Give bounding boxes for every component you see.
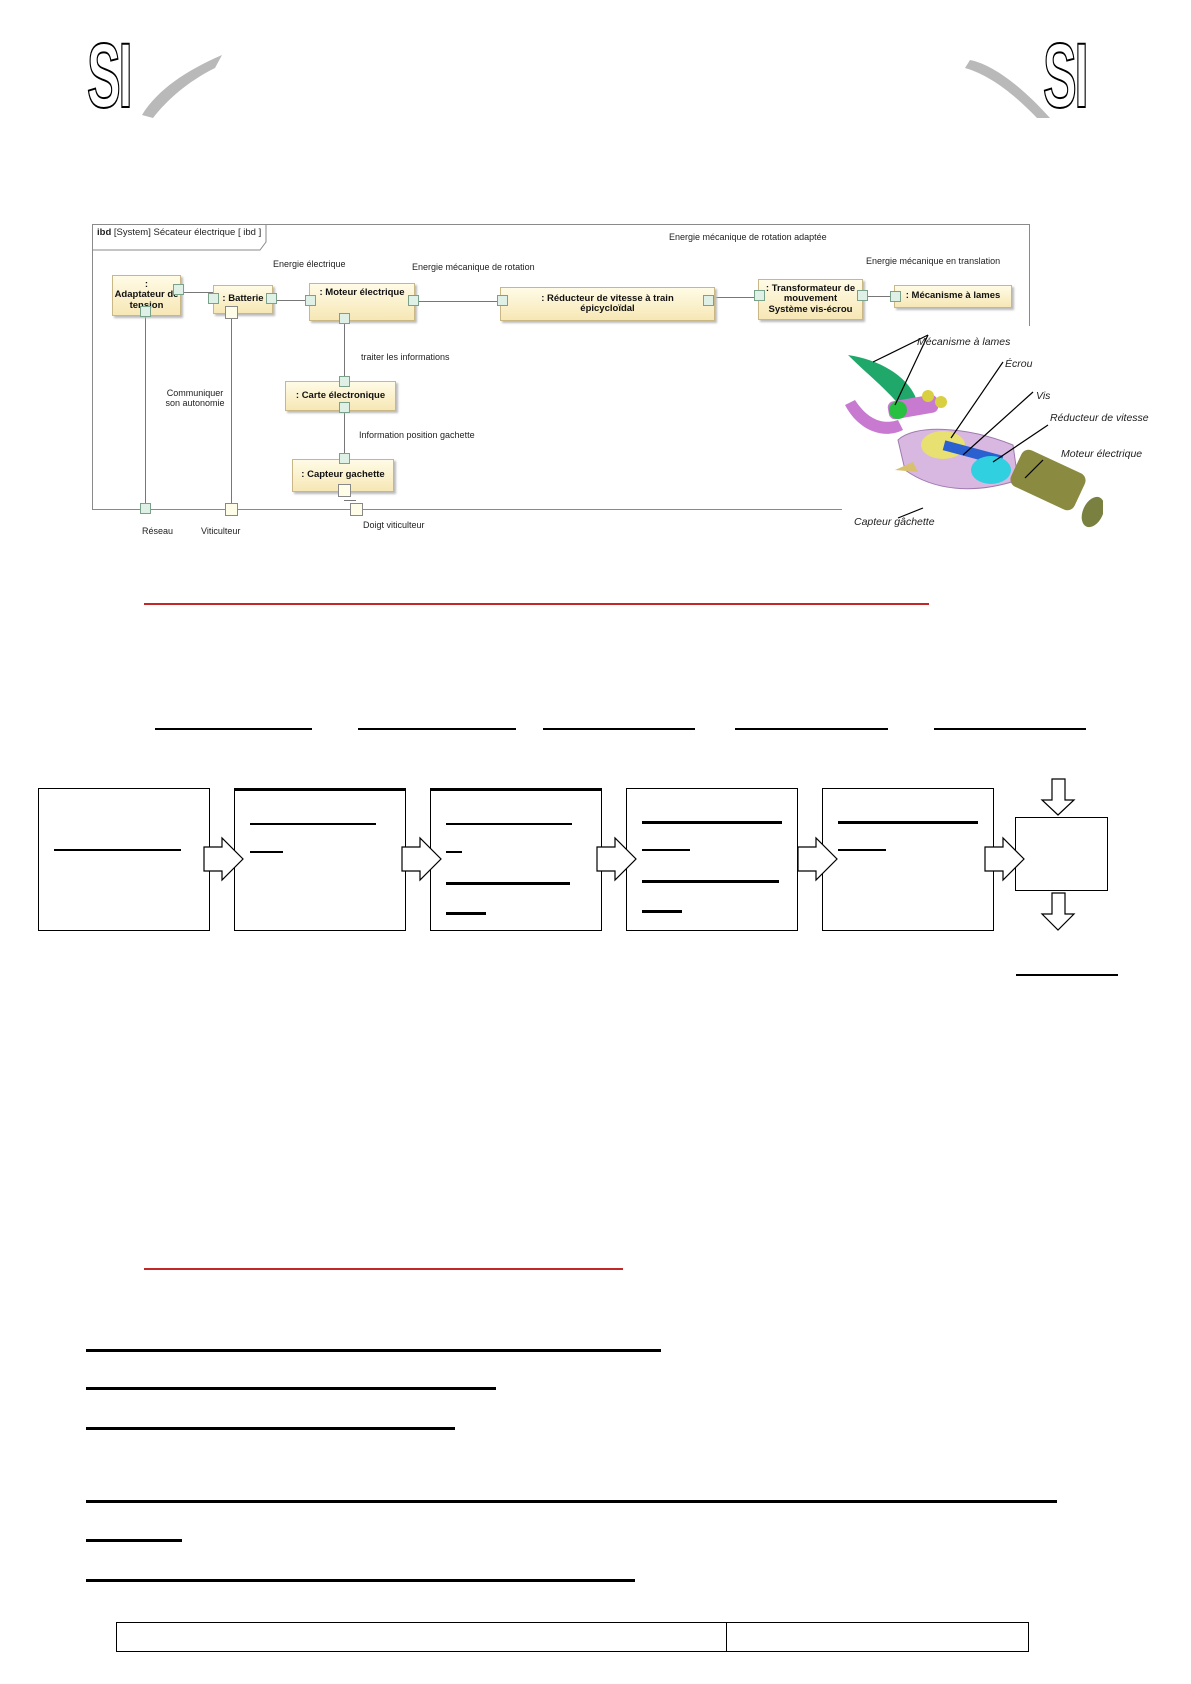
pruner-illustration: Mécanisme à lames Écrou Vis Réducteur de… — [843, 330, 1149, 560]
arrow-down-icon — [1040, 778, 1076, 816]
flow-communiquer-autonomie: Communiquer son autonomie — [165, 388, 225, 409]
label-capteur-gachette: Capteur gâchette — [854, 516, 935, 528]
chain-box-3 — [430, 788, 602, 931]
block-moteur-electrique: : Moteur électrique — [309, 283, 415, 321]
answer-line — [86, 1387, 496, 1390]
chain-box-4 — [626, 788, 798, 931]
answer-line — [86, 1500, 1057, 1503]
arrow-right-icon — [596, 836, 637, 882]
answer-line — [86, 1427, 455, 1430]
answer-blank — [543, 728, 695, 730]
block-reducteur: : Réducteur de vitesse à train épicycloï… — [500, 287, 715, 321]
flow-energie-electrique: Energie électrique — [273, 259, 346, 269]
block-transformateur: : Transformateur de mouvement Système vi… — [758, 279, 863, 320]
frame-tab — [92, 224, 267, 251]
arrow-right-icon — [203, 836, 244, 882]
chain-arrows — [203, 778, 1076, 931]
label-mecanisme-lames: Mécanisme à lames — [917, 336, 1011, 348]
label-reducteur: Réducteur de vitesse — [1050, 412, 1149, 424]
ibd-diagram: ibd [System] Sécateur électrique [ ibd ]… — [0, 0, 1191, 560]
logo-swoosh-icon — [965, 60, 1050, 118]
arrow-right-icon — [984, 836, 1025, 882]
logo-left: SI — [86, 25, 227, 127]
flow-info-gachette: Information position gachette — [359, 430, 475, 440]
answer-line — [86, 1539, 182, 1542]
arrow-down-icon — [1040, 892, 1076, 931]
chain-box-1 — [38, 788, 210, 931]
answer-blank — [1016, 974, 1118, 976]
chain-box-5 — [822, 788, 994, 931]
logo-text: SI — [86, 25, 133, 127]
label-ecrou: Écrou — [1005, 358, 1033, 370]
answer-line — [86, 1579, 635, 1582]
logo-text: SI — [1042, 25, 1089, 127]
red-underline — [144, 1268, 623, 1270]
answer-blank — [934, 728, 1086, 730]
answer-blank — [735, 728, 888, 730]
arrow-right-icon — [797, 836, 838, 882]
pruner-drawing — [845, 334, 1105, 528]
red-underline — [144, 603, 929, 605]
flow-energie-rotation-adaptee: Energie mécanique de rotation adaptée — [669, 232, 827, 242]
chain-box-2 — [234, 788, 406, 931]
answer-blank — [358, 728, 516, 730]
footer-table — [116, 1622, 1029, 1652]
answer-line — [86, 1349, 661, 1352]
frame-title: ibd [System] Sécateur électrique [ ibd ] — [97, 227, 262, 238]
chain-box-output — [1015, 817, 1108, 891]
label-vis: Vis — [1036, 390, 1051, 402]
footer-table-divider — [726, 1623, 727, 1651]
flow-energie-rotation: Energie mécanique de rotation — [412, 262, 535, 272]
external-doigt-viticulteur: Doigt viticulteur — [363, 520, 425, 530]
flow-traiter-informations: traiter les informations — [361, 352, 450, 362]
logo-right: SI — [965, 25, 1110, 127]
flow-energie-translation: Energie mécanique en translation — [866, 256, 1001, 266]
block-adaptateur-tension: : Adaptateur de tension — [112, 275, 181, 316]
answer-blank — [155, 728, 312, 730]
arrow-right-icon — [401, 836, 442, 882]
external-reseau: Réseau — [142, 526, 174, 536]
label-moteur: Moteur électrique — [1061, 448, 1143, 460]
logo-swoosh-icon — [142, 55, 222, 118]
external-viticulteur: Viticulteur — [201, 526, 241, 536]
